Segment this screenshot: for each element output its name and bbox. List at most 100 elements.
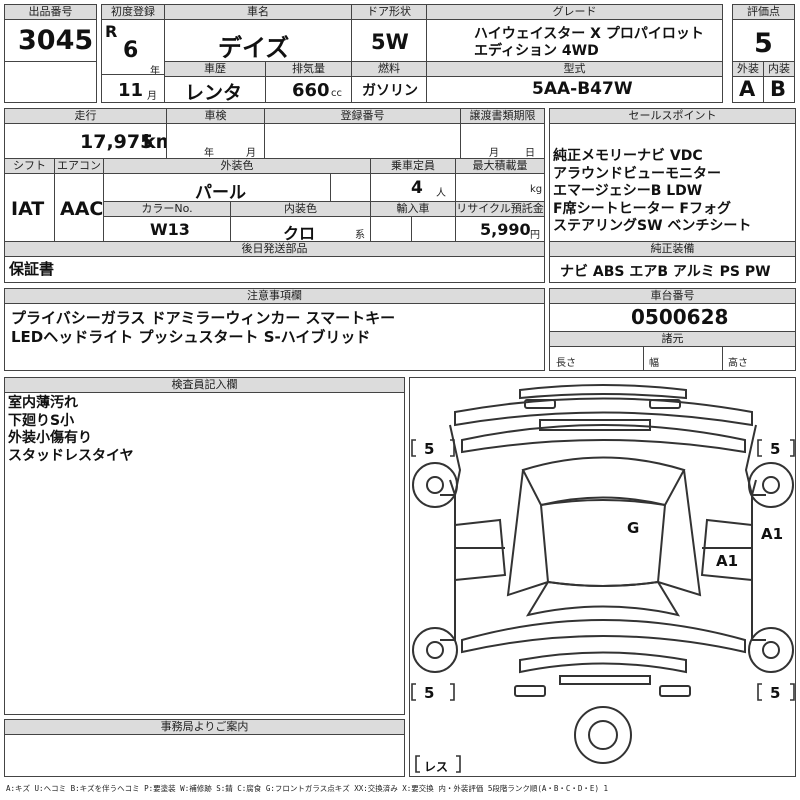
- notes-line-2: LEDヘッドライト プッシュスタート S-ハイブリッド: [11, 328, 371, 346]
- inspector-line-1: 室内薄汚れ: [8, 395, 78, 411]
- inspection-header: 車検: [166, 108, 265, 124]
- exterior-grade-cell: [732, 76, 764, 103]
- chassis-number: 0500628: [631, 305, 729, 329]
- damage-mark-side: A1: [761, 525, 784, 543]
- reg-number-cell: [264, 123, 461, 159]
- fuel-cell: [351, 76, 427, 103]
- sales-points-line-2: アラウンドビューモニター: [553, 165, 721, 182]
- sales-points-cell: [549, 123, 796, 242]
- history-cell: [164, 76, 266, 103]
- exterior-grade: A: [739, 77, 756, 101]
- recycle-unit: 円: [530, 230, 540, 241]
- exterior-grade-header: 外装: [732, 61, 764, 77]
- month-unit: 月: [147, 91, 157, 102]
- era-mark: R: [105, 22, 118, 41]
- notes-header: 注意事項欄: [4, 288, 545, 304]
- score-cell: [732, 19, 795, 62]
- interior-grade-cell: [763, 76, 795, 103]
- inspector-header: 検査員記入欄: [4, 377, 405, 393]
- mileage-cell: [4, 123, 167, 159]
- spec-length-cell: [549, 346, 644, 371]
- displacement-header: 排気量: [265, 61, 352, 77]
- color-no-value: W13: [150, 220, 190, 239]
- score-header: 評価点: [732, 4, 795, 20]
- interior-grade: B: [770, 77, 787, 101]
- damage-mark-door: A1: [716, 552, 739, 570]
- genuine-equipment-header: 純正装備: [549, 241, 796, 257]
- spec-width-label: 幅: [649, 358, 659, 369]
- capacity-cell: [370, 173, 456, 202]
- transfer-day-unit: 日: [525, 148, 535, 159]
- spec-height-label: 高さ: [728, 358, 748, 369]
- tire-mark-rear-right: 5: [770, 684, 781, 702]
- displacement-cell: [265, 76, 352, 103]
- first-reg-month: 11: [118, 80, 144, 101]
- legend: A:キズ U:ヘコミ B:キズを伴うヘコミ P:要塗装 W:補修跡 S:錆 C:…: [6, 784, 608, 793]
- recycle-header: リサイクル預託金: [455, 201, 545, 217]
- later-parts-value: 保証書: [9, 260, 55, 278]
- capacity-unit: 人: [436, 188, 446, 199]
- month-cell: [101, 74, 165, 103]
- door-type: 5W: [371, 30, 409, 54]
- exterior-color-header: 外装色: [103, 158, 371, 174]
- lot-number-empty-cell: [4, 61, 97, 103]
- inspector-cell: [4, 392, 405, 715]
- displacement-value: 660: [292, 80, 330, 101]
- grade-header: グレード: [426, 4, 723, 20]
- lot-number-header: 出品番号: [4, 4, 97, 20]
- recycle-value: 5,990: [480, 220, 531, 239]
- damage-diagram-frame: [409, 377, 796, 777]
- sales-points-line-5: ステアリングSW ベンチシート: [553, 218, 752, 234]
- spec-height-cell: [722, 346, 796, 371]
- shift-header: シフト: [4, 158, 55, 174]
- interior-grade-header: 内装: [763, 61, 795, 77]
- inspector-line-3: 外装小傷有り: [8, 430, 92, 446]
- office-notice-cell: [4, 734, 405, 777]
- displacement-unit: cc: [331, 88, 342, 99]
- shift-value: IAT: [11, 198, 45, 220]
- transfer-month-unit: 月: [489, 148, 499, 159]
- capacity-header: 乗車定員: [370, 158, 456, 174]
- year-unit: 年: [150, 66, 160, 77]
- capacity-value: 4: [411, 178, 423, 198]
- tire-mark-rear-left: 5: [424, 684, 435, 702]
- spec-length-label: 長さ: [556, 358, 576, 369]
- inspection-year-unit: 年: [204, 148, 214, 159]
- shift-cell: [4, 173, 55, 242]
- import-header: 輸入車: [370, 201, 456, 217]
- transfer-doc-cell: [460, 123, 545, 159]
- color-no-header: カラーNo.: [103, 201, 231, 217]
- first-reg-year: 6: [123, 38, 139, 63]
- transfer-doc-header: 譲渡書類期限: [460, 108, 545, 124]
- inspection-month-unit: 月: [246, 148, 256, 159]
- first-reg-header: 初度登録: [101, 4, 165, 20]
- model-header: 型式: [426, 61, 723, 77]
- score-value: 5: [754, 28, 773, 59]
- first-reg-cell: [101, 19, 165, 75]
- genuine-equipment-value: ナビ ABS エアB アルミ PS PW: [560, 264, 771, 280]
- grade-line-2: エディション 4WD: [474, 43, 599, 59]
- inspector-line-4: スタッドレスタイヤ: [8, 447, 134, 464]
- sales-points-line-4: F席シートヒーター Fフォグ: [553, 200, 732, 217]
- mileage-value: 17,975: [80, 131, 154, 153]
- grade-line-1: ハイウェイスター X プロパイロット: [474, 26, 704, 42]
- max-load-unit: kg: [530, 184, 543, 195]
- history-value: レンタ: [185, 82, 243, 104]
- fuel-header: 燃料: [351, 61, 427, 77]
- inspection-cell: [166, 123, 265, 159]
- sales-points-line-1: 純正メモリーナビ VDC: [553, 148, 703, 164]
- chassis-header: 車台番号: [549, 288, 796, 304]
- lot-number: 3045: [18, 25, 94, 56]
- genuine-equipment-cell: [549, 256, 796, 283]
- interior-color-suffix: 系: [355, 230, 365, 241]
- chassis-cell: [549, 303, 796, 332]
- interior-color-header: 内装色: [230, 201, 371, 217]
- exterior-color-sub-cell: [330, 173, 371, 202]
- specs-header: 諸元: [549, 331, 796, 347]
- model-cell: [426, 76, 723, 103]
- exterior-color-value: パール: [195, 183, 246, 203]
- later-parts-header: 後日発送部品: [4, 241, 545, 257]
- door-type-header: ドア形状: [351, 4, 427, 20]
- office-notice-header: 事務局よりご案内: [4, 719, 405, 735]
- interior-color-value: クロ: [283, 224, 316, 243]
